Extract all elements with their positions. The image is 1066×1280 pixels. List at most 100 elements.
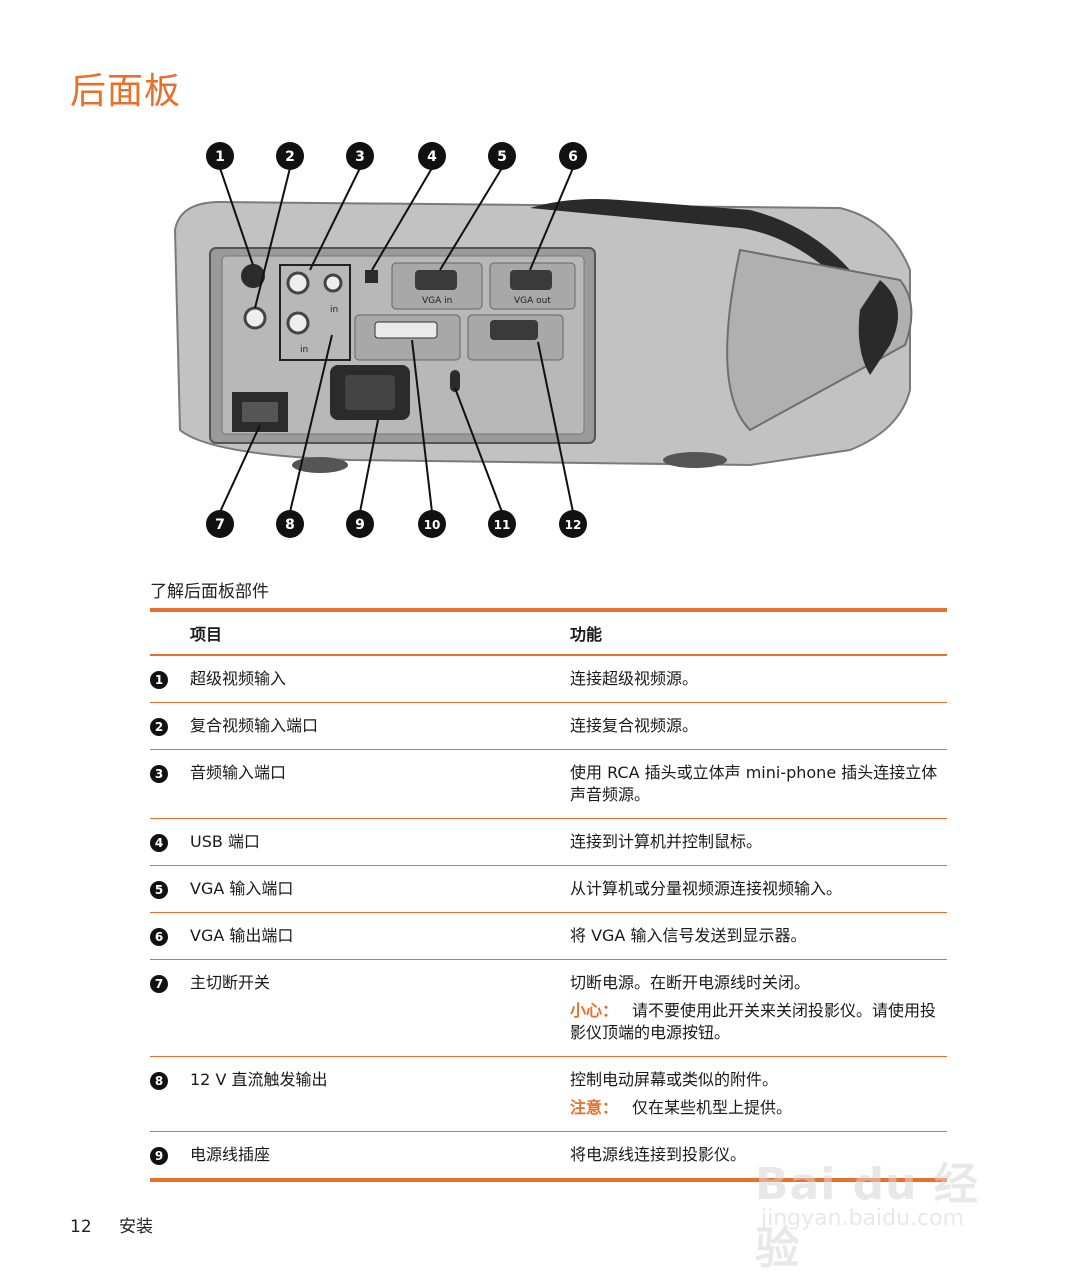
table-row: 9 电源线插座 将电源线连接到投影仪。: [150, 1132, 947, 1178]
svg-text:6: 6: [568, 149, 578, 165]
row-number: 5: [150, 881, 168, 899]
audio-port-2: [286, 311, 310, 335]
svg-text:1: 1: [215, 149, 225, 165]
audio-in-label-2: in: [300, 345, 308, 355]
table-row: 4 USB 端口 连接到计算机并控制鼠标。: [150, 819, 947, 866]
caution-label: 小心：: [570, 1001, 619, 1020]
callout-2: 2: [276, 142, 304, 170]
svg-text:5: 5: [497, 149, 507, 165]
table-row: 1 超级视频输入 连接超级视频源。: [150, 656, 947, 703]
audio-block: [279, 264, 351, 361]
row-number: 2: [150, 718, 168, 736]
row-function: 将电源线连接到投影仪。: [570, 1145, 747, 1164]
callout-12: 12: [559, 510, 587, 538]
ac-inlet-inner: [345, 375, 395, 410]
callout-10: 10: [418, 510, 446, 538]
callout-11: 11: [488, 510, 516, 538]
callout-7: 7: [206, 510, 234, 538]
section-name: 安装: [119, 1217, 154, 1237]
watermark: Bai du 经验 jingyan.baidu.com: [755, 1120, 1005, 1274]
notice-note: 注意： 仅在某些机型上提供。: [570, 1097, 947, 1119]
row-function: 连接超级视频源。: [570, 669, 699, 688]
row-item: VGA 输出端口: [190, 926, 294, 945]
row-item: 电源线插座: [190, 1145, 271, 1164]
table-top-rule: [150, 608, 947, 612]
row-number: 8: [150, 1072, 168, 1090]
page-number: 12: [70, 1217, 92, 1237]
header-function: 功能: [570, 625, 603, 644]
audio-port-1: [286, 271, 310, 295]
table-row: 3 音频输入端口 使用 RCA 插头或立体声 mini-phone 插头连接立体…: [150, 750, 947, 819]
dvi-port: [374, 321, 438, 339]
row-function: 连接到计算机并控制鼠标。: [570, 832, 763, 851]
svg-text:3: 3: [355, 149, 365, 165]
callout-lines-bottom: [219, 334, 574, 513]
notice-text: 仅在某些机型上提供。: [632, 1098, 793, 1117]
vga-in-label: VGA in: [422, 296, 452, 306]
svg-text:12: 12: [565, 518, 582, 532]
watermark-url: jingyan.baidu.com: [761, 1206, 965, 1231]
notice-label: 注意：: [570, 1098, 619, 1117]
components-table: 项目 功能 1 超级视频输入 连接超级视频源。 2 复合视频输入端口 连接复合视…: [150, 608, 947, 1182]
row-item: 音频输入端口: [190, 763, 287, 782]
row-number: 9: [150, 1147, 168, 1165]
table-header: 项目 功能: [150, 612, 947, 656]
header-item: 项目: [190, 625, 223, 644]
table-row: 2 复合视频输入端口 连接复合视频源。: [150, 703, 947, 750]
row-item: 超级视频输入: [190, 669, 287, 688]
table-row: 8 12 V 直流触发输出 控制电动屏幕或类似的附件。 注意： 仅在某些机型上提供…: [150, 1057, 947, 1132]
table-row: 7 主切断开关 切断电源。在断开电源线时关闭。 小心：请不要使用此开关来关闭投影…: [150, 960, 947, 1057]
audio-in-label-1: in: [330, 305, 338, 315]
caution-text: 请不要使用此开关来关闭投影仪。请使用投影仪顶端的电源按钮。: [570, 1001, 937, 1042]
row-item: 12 V 直流触发输出: [190, 1070, 328, 1089]
row-function: 连接复合视频源。: [570, 716, 699, 735]
handle: [726, 248, 913, 432]
callout-9: 9: [346, 510, 374, 538]
vga-out-label: VGA out: [514, 296, 551, 306]
callout-lines-top: [219, 167, 574, 309]
callout-3: 3: [346, 142, 374, 170]
row-number: 4: [150, 834, 168, 852]
row-number: 7: [150, 975, 168, 993]
row-item: 主切断开关: [190, 973, 271, 992]
row-item: VGA 输入端口: [190, 879, 294, 898]
row-item: USB 端口: [190, 832, 260, 851]
audio-port-3: [323, 273, 343, 293]
watermark-logo: Bai du 经验: [755, 1159, 979, 1274]
svg-text:8: 8: [285, 517, 295, 533]
svg-text:2: 2: [285, 149, 295, 165]
svg-text:9: 9: [355, 517, 365, 533]
row-function: 切断电源。在断开电源线时关闭。: [570, 973, 811, 992]
table-bottom-rule: [150, 1178, 947, 1182]
lock-slot: [450, 370, 460, 392]
foot-right: [663, 452, 727, 468]
row-item: 复合视频输入端口: [190, 716, 319, 735]
row-number: 1: [150, 671, 168, 689]
usb-port: [365, 270, 378, 283]
row-number: 3: [150, 765, 168, 783]
serial-port: [490, 320, 538, 340]
row-number: 6: [150, 928, 168, 946]
vga-in-port: [415, 270, 457, 290]
callout-5: 5: [488, 142, 516, 170]
svg-text:11: 11: [494, 518, 511, 532]
caution-note: 小心：请不要使用此开关来关闭投影仪。请使用投影仪顶端的电源按钮。: [570, 1000, 947, 1044]
composite-port: [243, 306, 267, 330]
row-function: 从计算机或分量视频源连接视频输入。: [570, 879, 843, 898]
svg-text:4: 4: [427, 149, 437, 165]
table-row: 6 VGA 输出端口 将 VGA 输入信号发送到显示器。: [150, 913, 947, 960]
vga-out-port: [510, 270, 552, 290]
power-switch-rocker: [242, 402, 278, 422]
row-function-block: 控制电动屏幕或类似的附件。 注意： 仅在某些机型上提供。: [570, 1057, 947, 1131]
row-function: 将 VGA 输入信号发送到显示器。: [570, 926, 807, 945]
row-function: 使用 RCA 插头或立体声 mini-phone 插头连接立体声音频源。: [570, 763, 938, 804]
callout-8: 8: [276, 510, 304, 538]
callout-6: 6: [559, 142, 587, 170]
svg-text:7: 7: [215, 517, 225, 533]
rear-panel-figure: in in VGA in VGA out 1 2 3 4 5: [173, 142, 913, 538]
row-function: 控制电动屏幕或类似的附件。: [570, 1070, 779, 1089]
handle-dark: [858, 280, 898, 375]
foot-left: [292, 457, 348, 473]
table-row: 5 VGA 输入端口 从计算机或分量视频源连接视频输入。: [150, 866, 947, 913]
projector-top-ridge: [530, 199, 850, 280]
